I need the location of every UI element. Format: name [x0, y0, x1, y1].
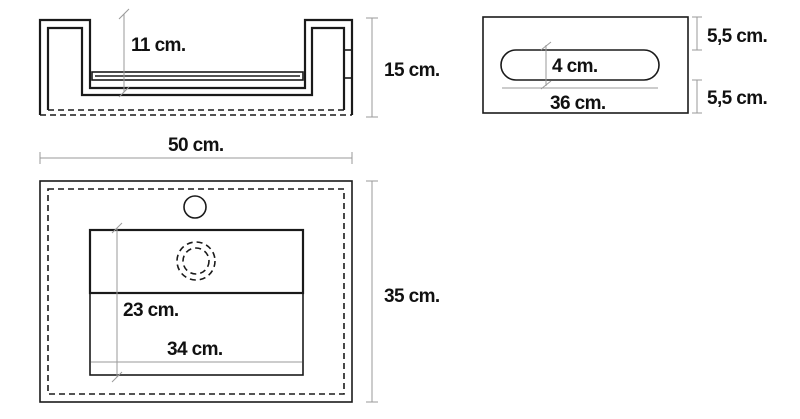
basin-depth-tick-top	[111, 222, 123, 234]
side-inner-height-label: 11 cm.	[131, 35, 186, 56]
top-outer-outline	[39, 180, 353, 403]
faucet-hole	[183, 195, 207, 219]
basin-back-edge	[88, 228, 305, 295]
front-slot-tick-top	[540, 41, 552, 51]
side-outer-outline	[38, 18, 354, 115]
front-outline	[482, 16, 689, 114]
side-shelf	[91, 71, 304, 81]
front-margin-dimensions: 5,5 cm. 5,5 cm.	[692, 16, 768, 114]
front-view: 4 cm. 36 cm.	[482, 16, 689, 114]
top-depth-dimension: 35 cm.	[366, 180, 440, 403]
side-left-wall-inner	[46, 26, 346, 110]
front-slot-width-label: 36 cm.	[550, 93, 606, 114]
side-inner-dim-tick-top	[118, 8, 130, 20]
drain-outer	[176, 241, 216, 281]
top-width-label: 50 cm.	[168, 135, 224, 156]
top-inner-dashed-outline	[47, 188, 345, 395]
top-depth-label: 35 cm.	[384, 286, 440, 307]
basin-depth-tick-bottom	[111, 371, 123, 383]
front-bottom-margin-label: 5,5 cm.	[707, 88, 767, 109]
basin-depth-label: 23 cm.	[123, 300, 179, 321]
top-width-dimension: 50 cm.	[39, 135, 353, 164]
top-view: 23 cm. 34 cm.	[39, 180, 353, 403]
front-overflow-slot	[500, 49, 660, 81]
side-inner-dim-tick-bottom	[118, 86, 130, 98]
side-height-label: 15 cm.	[384, 60, 440, 81]
drain-inner	[182, 247, 210, 275]
basin-width-label: 34 cm.	[167, 339, 223, 360]
front-top-margin-label: 5,5 cm.	[707, 26, 767, 47]
front-slot-height-label: 4 cm.	[552, 56, 598, 77]
side-height-dimension: 15 cm.	[366, 17, 440, 118]
side-section-view: 11 cm.	[38, 8, 354, 116]
